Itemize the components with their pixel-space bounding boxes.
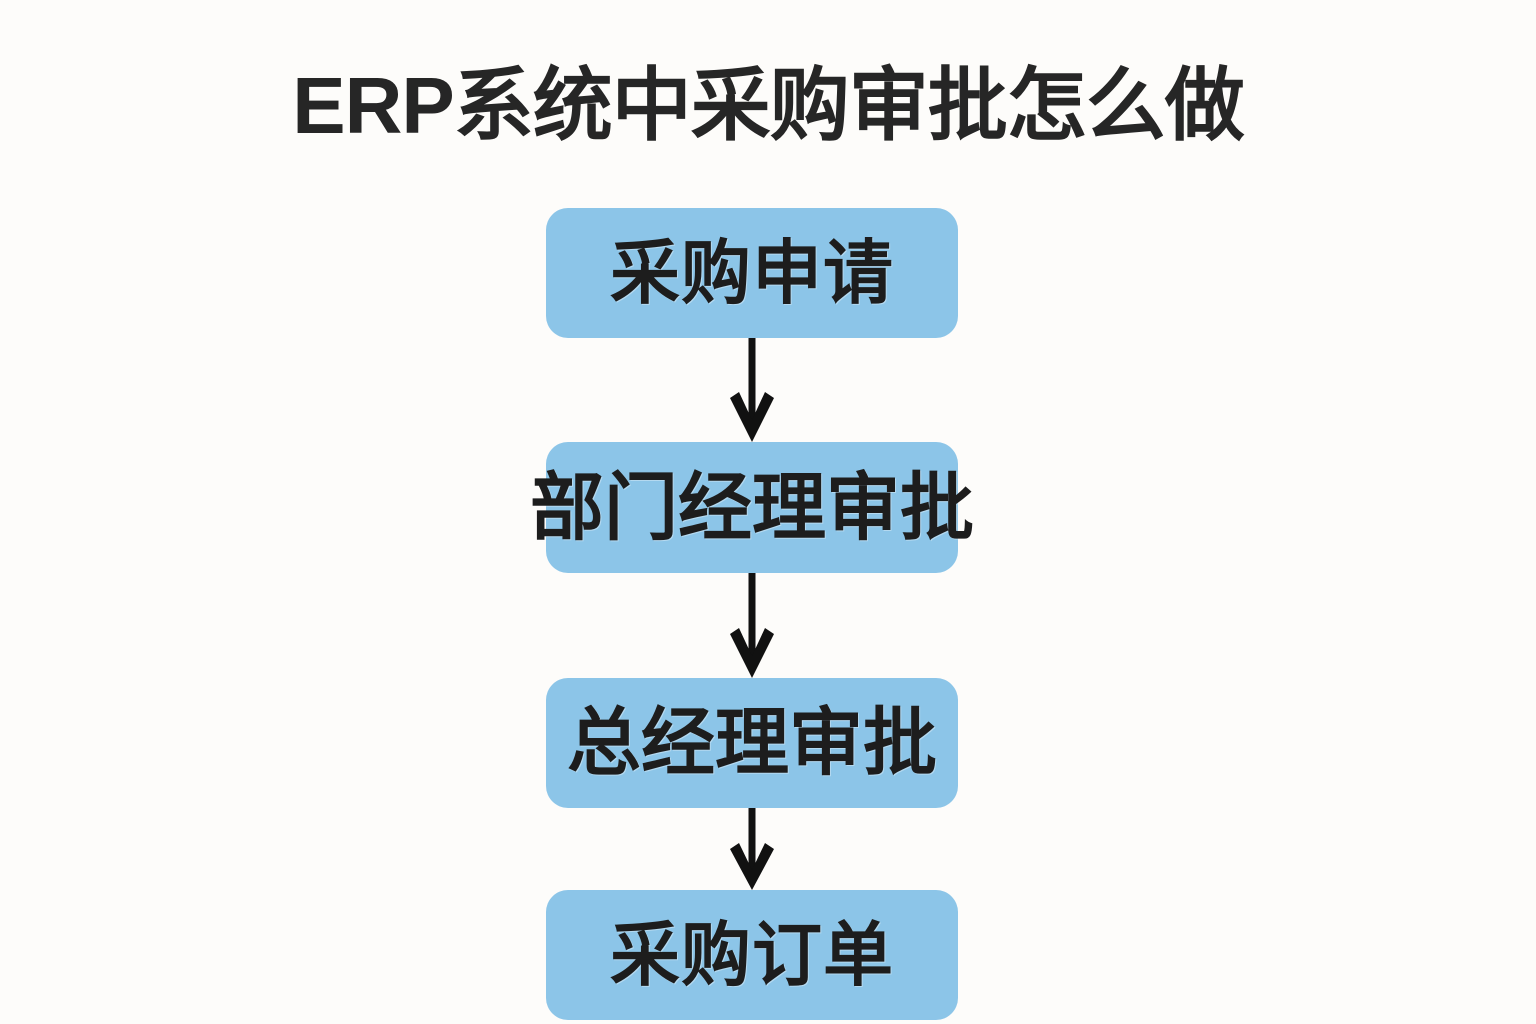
page-title: ERP系统中采购审批怎么做: [292, 61, 1245, 150]
flow-node-label: 总经理审批: [567, 701, 937, 784]
flow-node-purchase-order[interactable]: 采购订单: [546, 890, 958, 1020]
flow-connector-2: [729, 573, 775, 678]
arrow-down-icon: [730, 338, 774, 442]
flow-node-label: 部门经理审批: [530, 465, 974, 549]
flow-connector-1: [729, 338, 775, 442]
flow-node-general-manager-approval[interactable]: 总经理审批: [546, 678, 958, 808]
flow-node-purchase-request[interactable]: 采购申请: [546, 208, 958, 338]
flow-connector-3: [729, 808, 775, 890]
arrow-down-icon: [730, 573, 774, 678]
flow-node-department-manager-approval[interactable]: 部门经理审批: [530, 442, 974, 573]
flow-node-label: 采购订单: [610, 916, 894, 994]
flow-node-label: 采购申请: [610, 234, 894, 312]
arrow-down-icon: [730, 808, 774, 890]
